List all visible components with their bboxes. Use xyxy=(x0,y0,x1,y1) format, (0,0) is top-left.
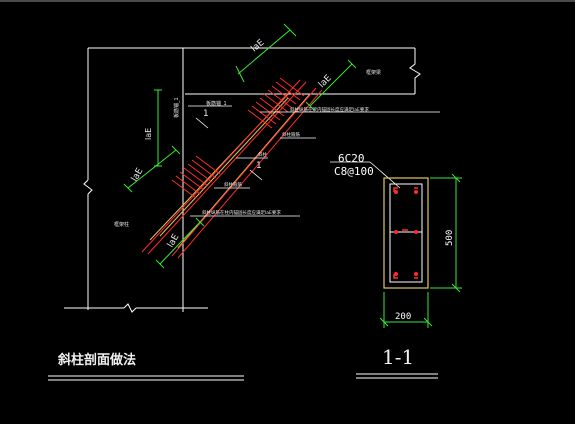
section-mark-a: 1 xyxy=(203,109,209,119)
drawing-title-block: 斜柱剖面做法 xyxy=(48,352,244,381)
leader-lines xyxy=(188,105,440,217)
dim-lae-left-vertical: laE xyxy=(144,128,153,140)
cross-section-detail: 6C20 C8@100 xyxy=(330,152,462,379)
note-bottom-anchorage: 斜柱纵筋在柱内锚固长度应满足laE要求 xyxy=(202,209,281,216)
note-top-anchorage: 斜柱纵筋在梁内锚固长度应满足laE要求 xyxy=(290,106,369,113)
section-height-dim: 500 xyxy=(445,230,455,246)
dimension-lines xyxy=(123,23,357,269)
dim-lae-left-diagonal: laE xyxy=(130,166,146,183)
beam-label: 框架梁 xyxy=(366,69,381,76)
structure-outline xyxy=(64,47,421,313)
drawing-title: 斜柱剖面做法 xyxy=(57,352,136,368)
rebar-stirrup-label: C8@100 xyxy=(334,165,374,178)
left-slab-anchor-label: 板筋锚_1 xyxy=(173,97,180,118)
dim-lae-right: laE xyxy=(317,73,334,90)
rebar-main-label: 6C20 xyxy=(338,152,365,165)
section-mark-b: 1 xyxy=(256,161,262,171)
note-stirrup-top: 斜柱箍筋 xyxy=(282,131,300,138)
note-column-center: 斜柱 xyxy=(258,151,267,158)
section-width-dim: 200 xyxy=(395,312,411,322)
slab-anchor-label: 板筋锚_1 xyxy=(206,100,227,107)
column-label: 框架柱 xyxy=(114,221,129,228)
rebar-lines xyxy=(141,77,323,259)
section-mark-title: 1-1 xyxy=(382,345,414,369)
note-stirrup-bottom: 斜柱箍筋 xyxy=(224,181,242,188)
main-section-labels: laE laE laE laE laE 框架梁 板筋锚_1 板筋锚_1 框架柱 … xyxy=(114,38,381,250)
